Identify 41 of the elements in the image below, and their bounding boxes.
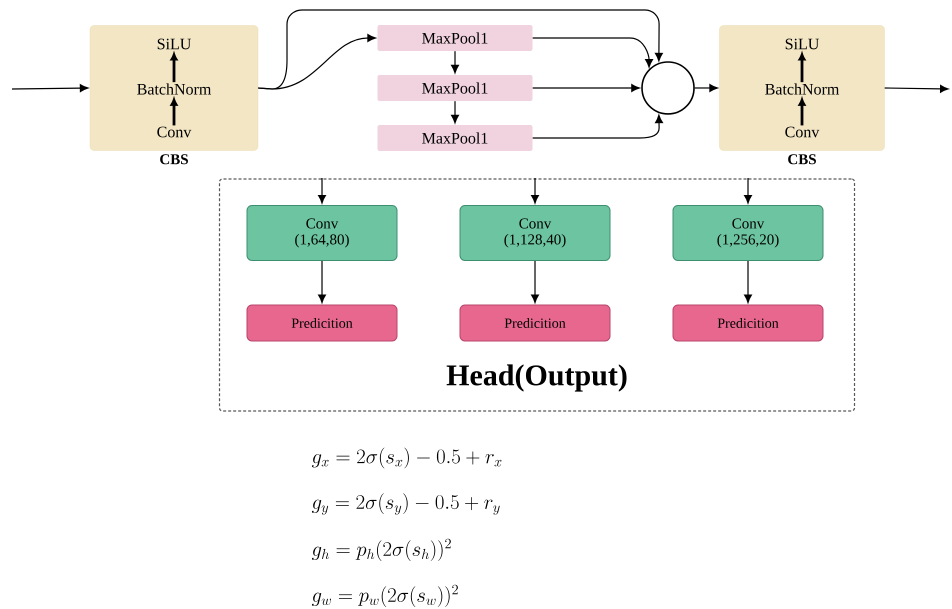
layer-label: SiLU [158,38,191,50]
arrow [532,84,640,92]
arrow [12,84,88,92]
arrow [744,178,752,204]
prediction-box: Predicition [460,304,610,342]
formula: $g_x = 2\sigma(s_x) - 0.5 + r_x$ [312,448,502,468]
layer-label: Conv [785,126,820,138]
maxpool-box: MaxPool1 [378,125,532,151]
arrow [258,9,663,90]
conv-box: Conv (1,128,40) [460,204,610,261]
arrow [170,98,178,126]
maxpool-box: MaxPool1 [378,74,532,101]
arrow [798,53,806,82]
arrow [884,84,949,93]
formula: $g_w = p_w(2\sigma(s_w))^2$ [312,584,458,607]
formula: $g_y = 2\sigma(s_y) - 0.5 + r_y$ [312,493,500,515]
arrow [318,260,326,303]
layer-label: BatchNorm [765,83,840,95]
arrow [451,101,459,124]
arrow [532,114,663,139]
arrow [170,53,178,82]
arrow [531,178,539,204]
node-label: CBS [160,154,188,164]
arrow [318,178,326,204]
arrow [798,98,806,126]
concat-circle [641,61,695,115]
prediction-box: Predicition [246,304,398,342]
arrow [451,51,459,74]
prediction-box: Predicition [672,304,824,342]
layer-label: Conv [157,126,192,138]
node-label: CBS [788,154,816,164]
conv-box: Conv (1,256,20) [672,204,824,261]
layer-label: BatchNorm [137,83,212,95]
arrow [531,260,539,303]
maxpool-box: MaxPool1 [378,24,532,51]
conv-box: Conv (1,64,80) [246,204,398,261]
arrow [532,37,653,68]
arrow [694,84,718,92]
formula: $g_h = p_h(2\sigma(s_h))^2$ [312,538,451,561]
layer-label: SiLU [786,38,819,50]
arrow [744,260,752,303]
